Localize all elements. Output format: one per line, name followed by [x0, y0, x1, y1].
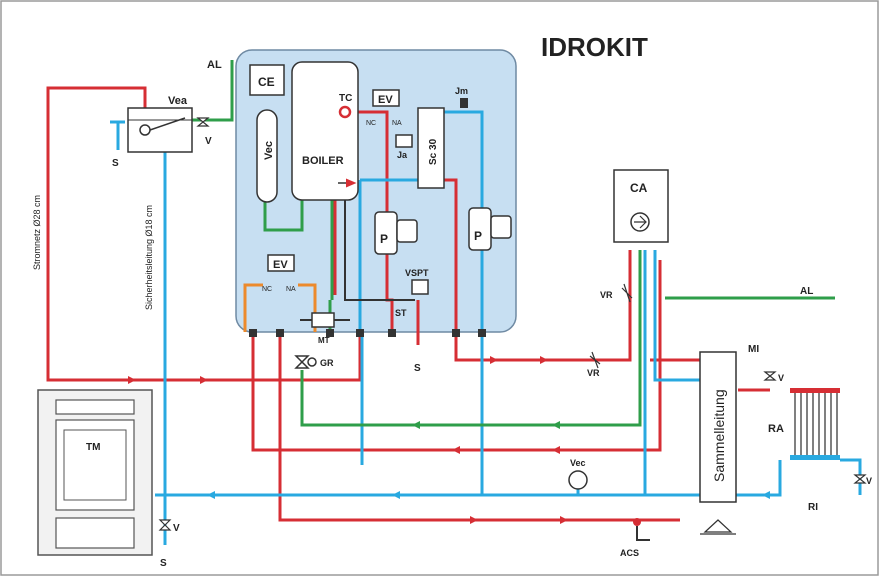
- s-tm-label: S: [160, 558, 167, 569]
- ra-label: RA: [768, 423, 784, 435]
- jm-label: Jm: [455, 86, 468, 96]
- sc30-block: [417, 107, 445, 189]
- pump-left-motor: [396, 219, 418, 243]
- gr-label: GR: [320, 358, 334, 368]
- boiler-label: BOILER: [302, 155, 344, 167]
- ca-label: CA: [630, 181, 648, 195]
- ev-bottom-box: [267, 254, 295, 272]
- radiator-top: [790, 388, 840, 393]
- vr-upper-valve: [621, 283, 633, 303]
- v-tm-label: V: [173, 523, 180, 534]
- ce-box: [249, 64, 285, 96]
- vr-lower-valve: [589, 351, 601, 369]
- tm-top-panel: [55, 399, 135, 415]
- sammelleitung-label: Sammelleitung: [711, 389, 727, 482]
- tc-label: TC: [339, 93, 352, 104]
- v-mi-label: V: [778, 373, 784, 383]
- al-top-label: AL: [207, 59, 222, 71]
- pump-right-motor: [490, 215, 512, 239]
- ce-label: CE: [258, 75, 275, 89]
- na-bottom-label: NA: [286, 286, 296, 293]
- nc-top-label: NC: [366, 120, 376, 127]
- gr-valve: [294, 355, 310, 369]
- vec-tank-label: Vec: [263, 141, 275, 160]
- v-ri-label: V: [866, 476, 872, 486]
- vec-tank: [256, 109, 278, 203]
- acs-label: ACS: [620, 548, 639, 558]
- v-ri-valve: [853, 474, 867, 484]
- sicherheitsleitung-label: Sicherheitsleitung Ø18 cm: [144, 205, 154, 310]
- tc-sensor: [338, 105, 352, 119]
- ev-top-label: EV: [378, 94, 393, 106]
- vea-lever: [149, 117, 186, 131]
- v-mi-valve: [763, 371, 777, 381]
- radiator-bottom: [790, 455, 840, 460]
- ja-box: [395, 134, 413, 148]
- ev-bottom-label: EV: [273, 259, 288, 271]
- mi-label: MI: [748, 344, 759, 355]
- na-top-label: NA: [392, 120, 402, 127]
- vr-upper-label: VR: [600, 290, 613, 300]
- vea-float: [139, 124, 151, 136]
- mt-valve: [311, 312, 335, 328]
- v-vea-label: V: [205, 136, 212, 147]
- al-right-label: AL: [800, 286, 813, 297]
- ca-pump-arrow: [634, 215, 647, 229]
- s-vea-label: S: [112, 158, 119, 169]
- internal-line: [344, 200, 415, 301]
- s-drain-center-label: S: [414, 363, 421, 374]
- sammelleitung-manifold: [699, 351, 737, 503]
- cold-water-inlet: [703, 519, 733, 533]
- st-label: ST: [395, 308, 407, 318]
- vr-lower-label: VR: [587, 368, 600, 378]
- hot-pipes: [46, 86, 770, 522]
- flow-arrows-cold: [207, 491, 770, 499]
- nc-bottom-label: NC: [262, 286, 272, 293]
- ri-label: RI: [808, 502, 818, 513]
- v-tm-valve: [158, 519, 172, 531]
- pump-right-label: P: [474, 229, 482, 243]
- tm-window: [63, 429, 127, 501]
- v-vea-valve: [196, 117, 210, 127]
- sc30-label: Sc 30: [428, 138, 439, 165]
- vec-expansion-label: Vec: [570, 458, 586, 468]
- radiator-fins: [794, 393, 838, 455]
- flow-arrows-green: [412, 421, 560, 429]
- gr-gauge: [307, 357, 317, 367]
- tm-base: [55, 517, 135, 549]
- jm-valve: [460, 98, 468, 108]
- vspt-label: VSPT: [405, 268, 429, 278]
- ja-label: Ja: [397, 150, 408, 160]
- boiler-tank: [291, 61, 359, 201]
- vspt-valve: [411, 279, 429, 295]
- vea-label: Vea: [168, 95, 188, 107]
- stromnetz-label: Stromnetz Ø28 cm: [32, 195, 42, 270]
- vea-tank: [127, 107, 193, 153]
- acs-tap: [636, 526, 650, 541]
- title: IDROKIT: [541, 32, 648, 62]
- vec-expansion-vessel: [568, 470, 588, 490]
- flow-arrows-hot: [128, 356, 568, 524]
- cold-pipes: [110, 110, 862, 545]
- pump-left-label: P: [380, 232, 388, 246]
- mt-label: MT: [318, 336, 330, 345]
- tm-label: TM: [86, 442, 100, 453]
- panel-ports: [249, 329, 486, 337]
- ev-top-box: [372, 89, 400, 107]
- acs-junction: [633, 518, 641, 526]
